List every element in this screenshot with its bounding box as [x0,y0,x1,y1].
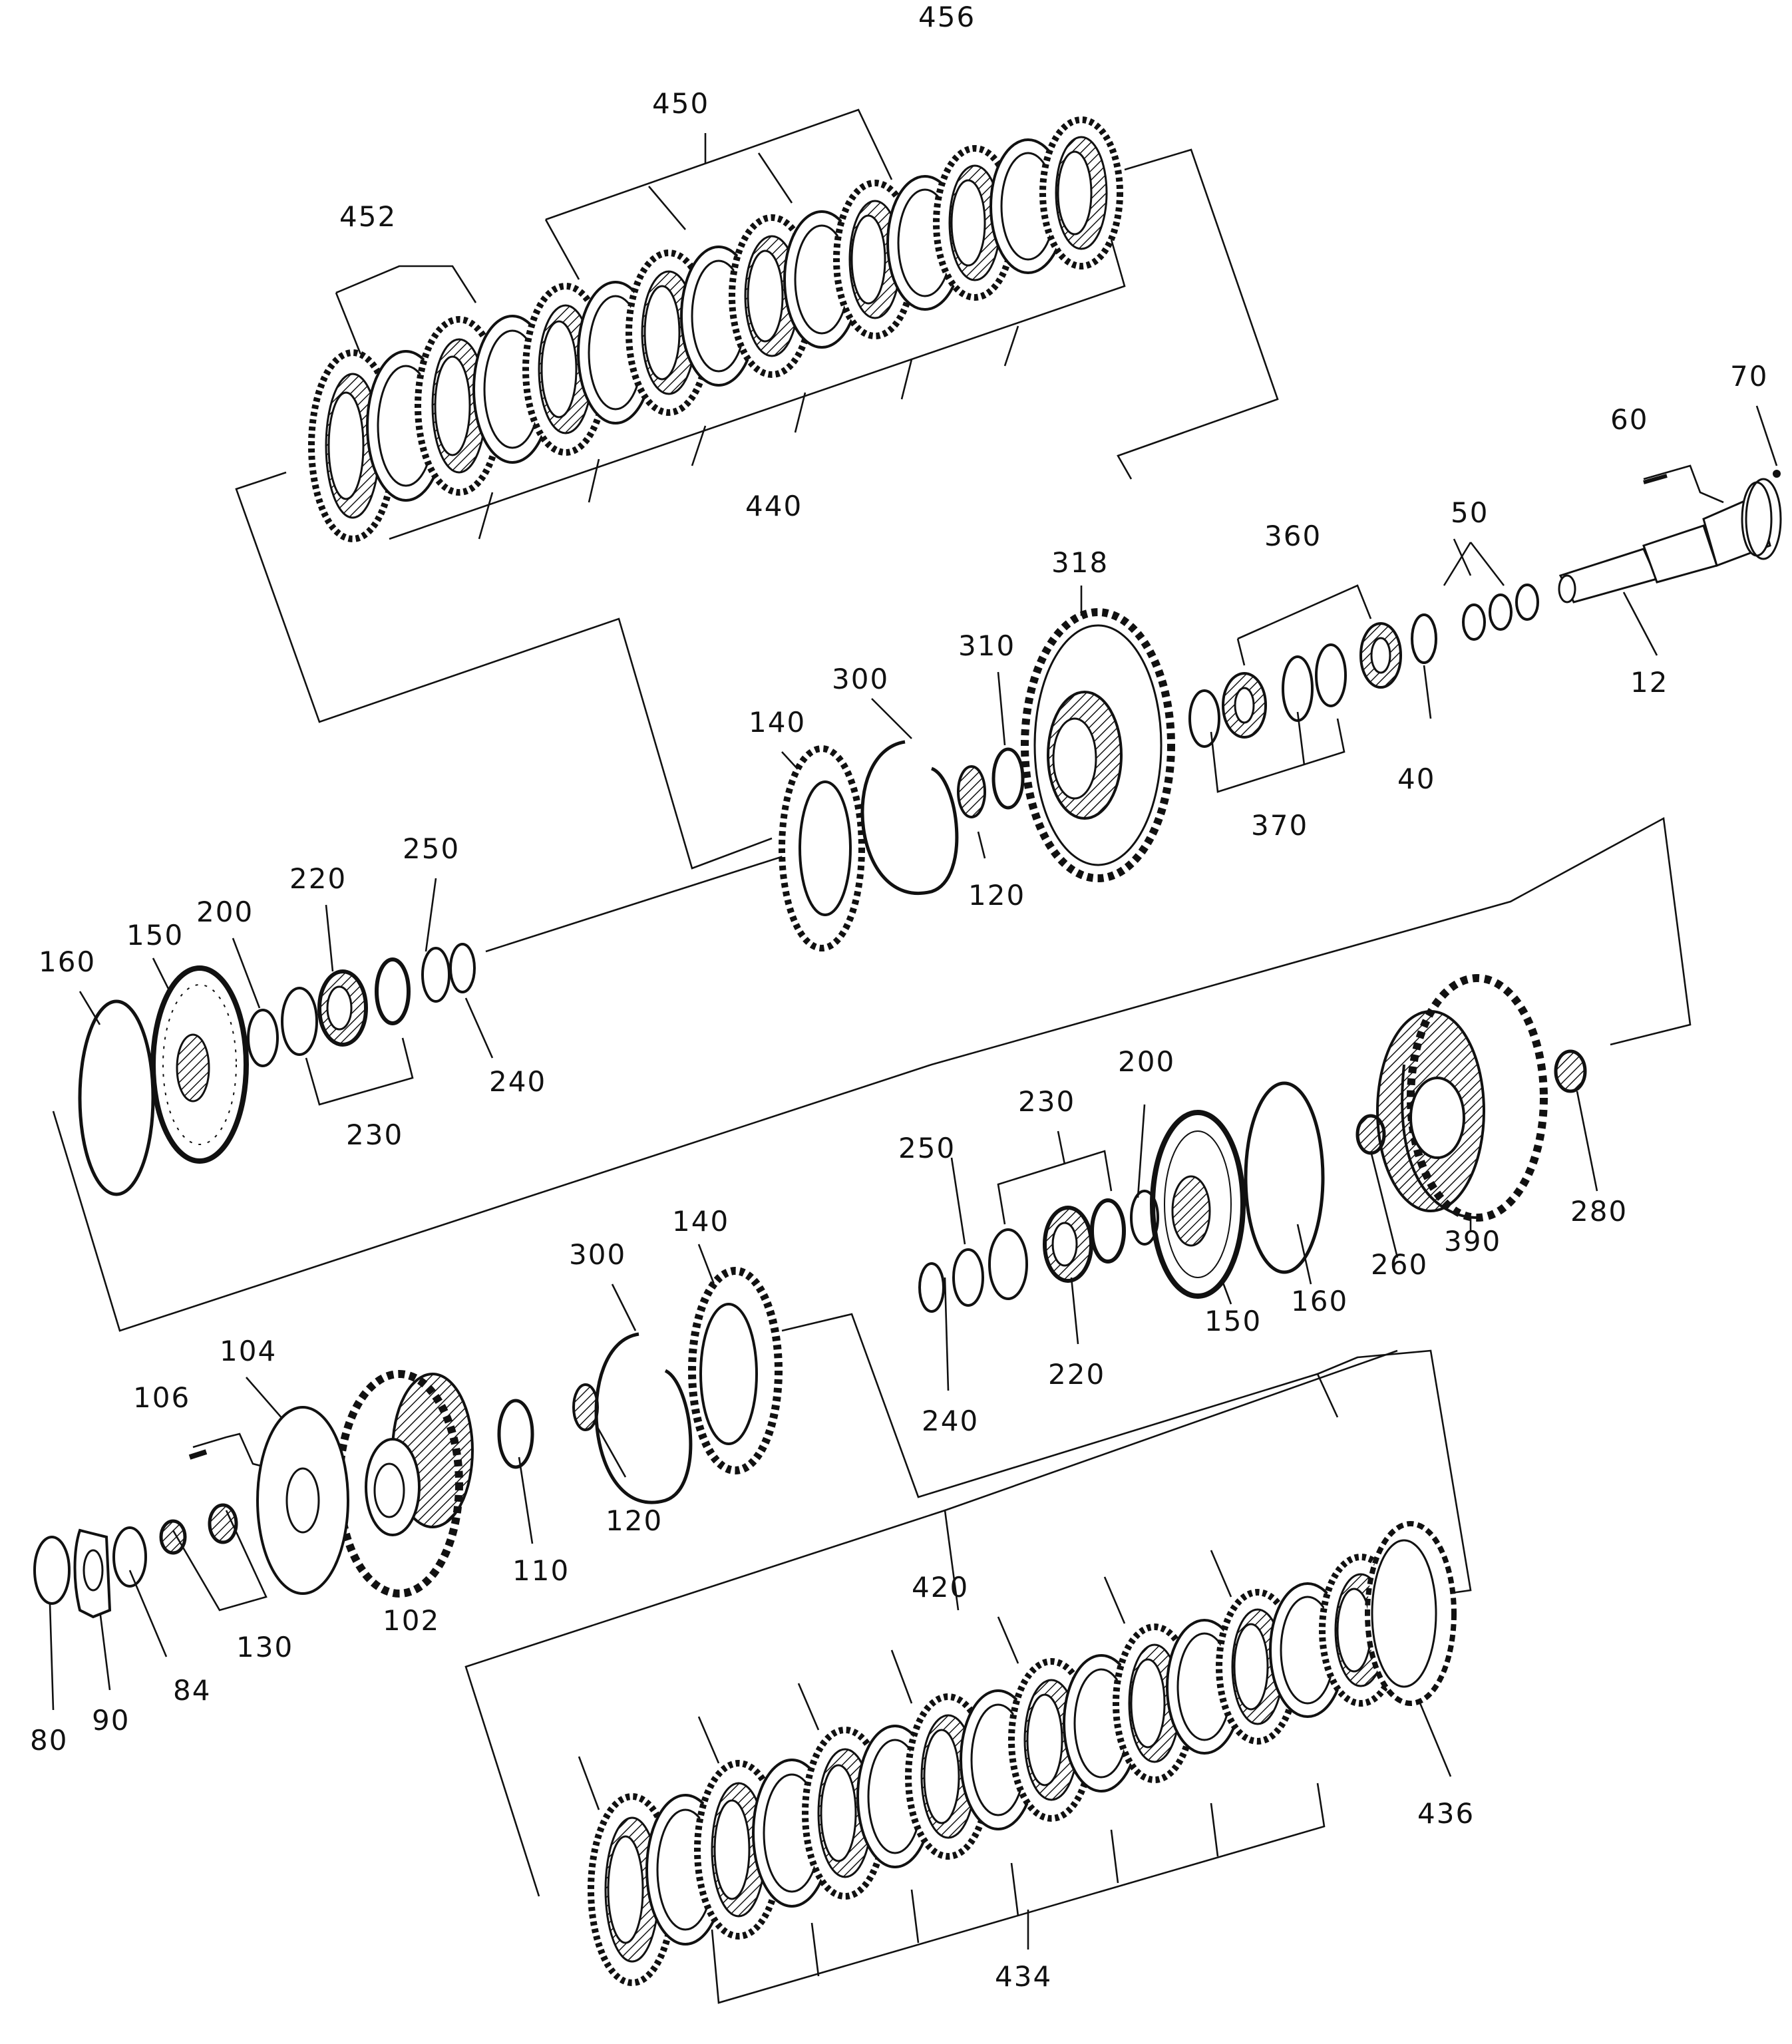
bearing-280 [1554,1049,1587,1093]
callout-160-b: 160 [1291,1285,1348,1317]
callout-84: 84 [173,1674,211,1707]
gear-102 [335,1370,474,1598]
callout-120-b: 120 [606,1504,663,1537]
callout-110: 110 [512,1554,570,1587]
callout-370: 370 [1251,809,1308,842]
spring-retainer [281,987,318,1056]
needle-bearing-360 [1222,622,1402,739]
snap-ring-300b [594,1332,693,1504]
top-clutch-pack [308,116,1123,542]
snap-ring-230a [375,957,411,1025]
bottom-clutch-pack [588,1521,1457,1986]
snap-ring-40 [1411,613,1437,664]
friction-disc [1039,116,1123,269]
callout-250-a: 250 [403,832,460,865]
callout-240-b: 240 [922,1405,979,1437]
friction-disc [626,250,712,416]
snap-ring-200a [247,1009,279,1067]
callout-150-b: 150 [1204,1305,1262,1337]
callout-70: 70 [1730,360,1768,393]
snap-ring-200b [1130,1190,1159,1246]
callout-220-b: 220 [1048,1358,1105,1391]
piston-150b [1150,1110,1246,1299]
callout-200-b: 200 [1118,1045,1175,1078]
snap-ring-230b [1090,1198,1126,1264]
callout-310: 310 [958,629,1015,662]
callout-450: 450 [652,87,709,120]
callout-230-a: 230 [346,1118,403,1151]
callout-140-a: 140 [749,706,806,739]
bearing-130 [159,1503,238,1555]
callout-440: 440 [745,490,803,522]
bolt-106 [188,1449,208,1460]
callout-160-a: 160 [39,945,96,978]
clutch-hub-140a [779,745,865,951]
ball [1773,470,1781,478]
end-plate-436 [1365,1521,1457,1706]
callout-200-a: 200 [196,896,254,928]
gear-318 [1021,608,1175,882]
seal-ring-160a [78,999,155,1196]
callout-130: 130 [236,1631,293,1663]
callout-456: 456 [918,1,976,33]
callout-labels: 456 450 452 440 70 60 12 50 40 360 370 3… [30,1,1768,1993]
callout-220-a: 220 [289,862,347,895]
snap-ring-250a [421,943,476,1003]
callout-90: 90 [92,1704,130,1737]
callout-40: 40 [1397,763,1435,795]
piston-150a [150,965,249,1164]
callout-140-b: 140 [672,1205,729,1238]
seal-ring-160b [1244,1081,1325,1274]
tab-washer-90 [73,1528,112,1619]
callout-300-a: 300 [832,663,889,695]
callout-452: 452 [339,200,397,233]
washer-84 [112,1526,147,1588]
callout-106: 106 [133,1381,190,1414]
plate-104 [256,1406,349,1595]
snap-ring-120a [957,765,986,818]
callout-120-a: 120 [968,879,1025,912]
callout-420: 420 [912,1571,969,1604]
callout-80: 80 [30,1724,68,1757]
friction-disc [588,1793,677,1986]
callout-280: 280 [1570,1195,1628,1228]
snap-ring-120b [572,1383,599,1431]
return-spring-220b [1043,1206,1093,1283]
callout-260: 260 [1371,1248,1428,1281]
clutch-hub-140b [688,1267,783,1474]
callout-434: 434 [995,1960,1052,1993]
thrust-washer-370 [1188,643,1347,748]
pin [1643,474,1668,484]
callout-300-b: 300 [569,1238,626,1271]
bearing-260 [1355,1114,1386,1155]
spring-retainer-b [988,1228,1028,1300]
washer-110 [497,1399,534,1469]
callout-230-b: 230 [1018,1085,1075,1118]
callout-436: 436 [1417,1797,1475,1830]
callout-240-a: 240 [489,1065,546,1098]
return-spring-220a [317,969,368,1047]
callout-250-b: 250 [898,1132,956,1164]
callout-318: 318 [1051,546,1109,579]
callout-102: 102 [383,1604,440,1637]
callout-12: 12 [1630,666,1668,699]
callout-390: 390 [1444,1225,1501,1258]
input-shaft [1558,478,1782,603]
clutch-drum-390 [1376,974,1548,1222]
callout-150-a: 150 [126,919,184,951]
callout-60: 60 [1610,403,1648,436]
callout-360: 360 [1264,520,1322,552]
washer-80 [33,1536,71,1605]
snap-ring-50 [1462,584,1539,641]
snap-ring-310 [991,747,1025,810]
snap-ring-300a [860,740,959,895]
callout-50: 50 [1451,496,1489,529]
callout-104: 104 [220,1335,277,1367]
snap-ring-250b [918,1248,984,1313]
